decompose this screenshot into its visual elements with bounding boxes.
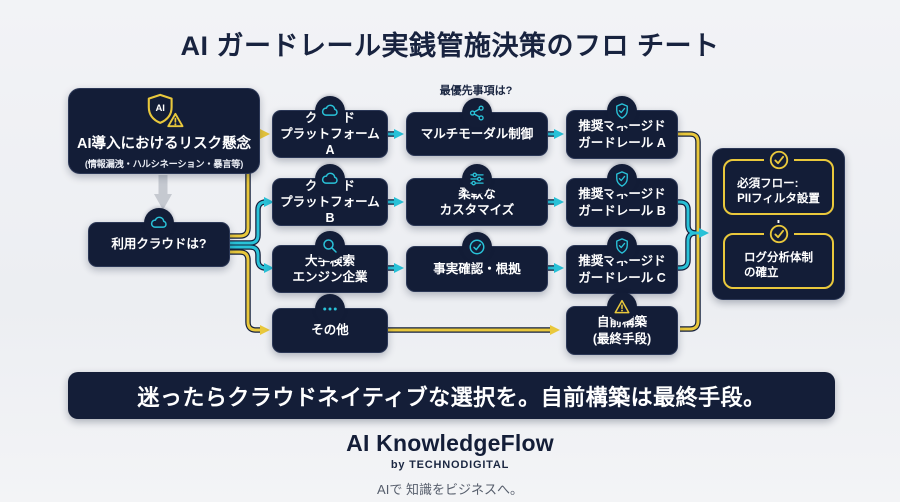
conclusion-banner: 迷ったらクラウドネイティブな選択を。自前構築は最終手段。	[68, 372, 835, 419]
recommendation-label: 推奨マネージド ガードレール B	[578, 187, 666, 218]
svg-text:AI: AI	[155, 103, 165, 114]
sliders-icon	[462, 164, 492, 194]
footer: AI KnowledgeFlow by TECHNODIGITAL AIで 知識…	[0, 430, 900, 498]
priority-node-facts: 事実確認・根拠	[406, 232, 548, 292]
check-circle-icon	[763, 223, 794, 245]
provider-node-b: クラウド プラットフォーム B	[272, 164, 388, 226]
cloud-question-node: 利用クラウドは?	[88, 208, 230, 267]
recommendation-node-c: 推奨マネージド ガードレール C	[566, 231, 678, 294]
shield-check-icon	[607, 96, 637, 126]
risk-node-title: AI導入におけるリスク懸念	[77, 136, 251, 152]
ai-shield-warning-icon: AI	[141, 92, 187, 130]
priority-label-text: 事実確認・根拠	[433, 261, 521, 276]
cloud-icon	[315, 164, 345, 194]
mandatory-item-label: 必須フロー: PIIフィルタ設置	[737, 178, 820, 206]
shield-check-icon	[607, 231, 637, 261]
priority-label-text: マルチモーダル制御	[420, 126, 534, 141]
priority-node-multimodal: マルチモーダル制御	[406, 98, 548, 156]
risk-node-subtitle: (情報漏洩・ハルシネーション・暴言等)	[84, 159, 244, 169]
mandatory-flow-box: 必須フロー: PIIフィルタ設置 + ログ分析体制 の確立	[712, 148, 845, 300]
diy-node: 自前構築 (最終手段)	[566, 292, 678, 355]
diy-label: 自前構築 (最終手段)	[592, 315, 652, 346]
cloud-icon	[144, 208, 174, 238]
brand-tagline: AIで 知識をビジネスへ。	[377, 482, 523, 497]
recommendation-label: 推奨マネージド ガードレール A	[578, 119, 666, 150]
conclusion-text: 迷ったらクラウドネイティブな選択を。自前構築は最終手段。	[137, 384, 766, 410]
warning-triangle-icon	[607, 292, 637, 322]
mandatory-item-pii: 必須フロー: PIIフィルタ設置	[723, 149, 834, 215]
provider-label: その他	[311, 323, 349, 338]
cloud-icon	[315, 96, 345, 126]
provider-node-other: その他	[272, 294, 388, 353]
brand-byline: by TECHNODIGITAL	[390, 459, 510, 471]
mandatory-item-label: ログ分析体制 の確立	[744, 252, 813, 280]
provider-node-search: 大手検索 エンジン企業	[272, 231, 388, 293]
shield-check-icon	[607, 164, 637, 194]
brand-logo-text: AI KnowledgeFlow	[346, 430, 554, 456]
recommendation-node-a: 推奨マネージド ガードレール A	[566, 96, 678, 159]
provider-node-a: クラウド プラットフォーム A	[272, 96, 388, 158]
cloud-question-label: 利用クラウドは?	[111, 237, 207, 252]
risk-node: AI AI導入におけるリスク懸念 (情報漏洩・ハルシネーション・暴言等)	[68, 88, 260, 174]
priority-node-custom: 柔軟な カスタマイズ	[406, 164, 548, 226]
mandatory-item-logs: ログ分析体制 の確立	[723, 223, 834, 289]
priority-question-label: 最優先事項は?	[439, 85, 513, 97]
recommendation-node-b: 推奨マネージド ガードレール B	[566, 164, 678, 227]
recommendation-label: 推奨マネージド ガードレール C	[578, 254, 666, 285]
check-circle-icon	[462, 232, 492, 262]
check-circle-icon	[763, 149, 794, 171]
share-nodes-icon	[462, 98, 492, 128]
search-icon	[315, 231, 345, 261]
page-title: AI ガードレール実銭管施決策のフロ チート	[180, 31, 720, 61]
ellipsis-icon	[315, 294, 345, 324]
